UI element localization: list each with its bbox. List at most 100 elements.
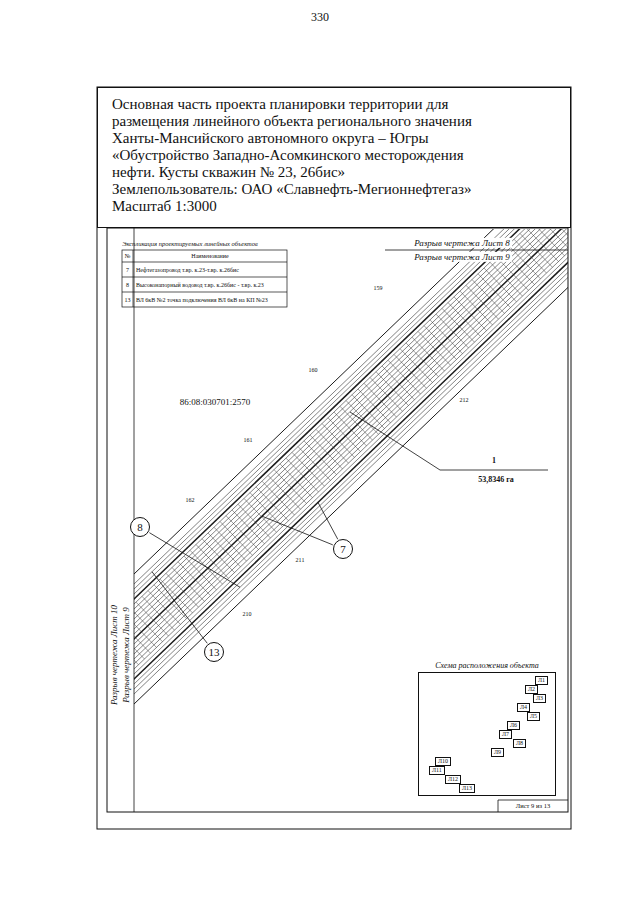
corridor-hatch [544, 229, 568, 244]
cadastral-number: 86:08:030701:2570 [180, 397, 251, 407]
callout-circle: 7 [333, 539, 353, 559]
point-number: 160 [309, 367, 318, 374]
leader-line [318, 502, 338, 539]
sheet-label: Л3 [536, 695, 543, 702]
point-number: 159 [374, 285, 383, 292]
title-block: Основная часть проекта планировки террит… [97, 87, 571, 228]
table-header: Наименование [191, 253, 228, 260]
corridor-line [134, 229, 568, 707]
page-number: 330 [311, 11, 329, 25]
title-text: Землепользователь: ОАО «Славнефть-Мегион… [112, 181, 507, 198]
table-rule [122, 277, 287, 278]
callout-number: 7 [340, 543, 346, 555]
table-border [122, 250, 287, 307]
map-heading: Схема расположения объекта [419, 661, 555, 671]
corridor-line [134, 229, 568, 617]
corridor-line [134, 229, 568, 712]
stamp-line [498, 800, 568, 801]
sheet-box: Л13 [459, 784, 475, 793]
sheet-label: Л6 [510, 722, 517, 729]
corridor-hatch [556, 229, 568, 233]
corridor-hatch [550, 229, 568, 239]
sheet-box: Л2 [525, 685, 538, 694]
corridor-hatch [134, 631, 138, 665]
corridor-hatch [134, 625, 144, 659]
callout-number: 13 [209, 646, 220, 658]
table-rule [122, 292, 287, 293]
table-cell: 7 [126, 266, 129, 273]
sheet-box: Л12 [445, 775, 461, 784]
table-cell: Нефтегазопровод т.вр. к.23-т.вр. к.26бис [136, 266, 239, 273]
point-number: 211 [296, 557, 305, 564]
table-cell: ВЛ 6кВ №2 точка подключения ВЛ 6кВ на КП… [136, 296, 268, 303]
table-header: № [125, 253, 131, 260]
parcel-area: 53,8346 га [478, 475, 514, 484]
sheet-number: Лист 9 из 13 [516, 802, 550, 809]
table-cell: Высоконапорный водовод т.вр. к.26бис - т… [136, 281, 264, 288]
sheet-label: Л2 [528, 686, 535, 693]
corridor-hatch [538, 229, 568, 250]
sheet-box: Л4 [517, 703, 530, 712]
leader-line [149, 533, 240, 588]
corridor-hatch [134, 619, 150, 653]
parcel-number: 1 [492, 456, 496, 465]
sheet-label: Л7 [502, 731, 509, 738]
corridor-line [134, 229, 568, 627]
sheet-label: Л13 [462, 785, 472, 792]
callout-circle: 13 [204, 642, 224, 662]
drawing-frame [107, 228, 568, 812]
sheet-label: Л9 [494, 749, 501, 756]
corridor-line [134, 229, 568, 677]
sheet-break-note: Разрыв чертежа Лист 10 [109, 605, 119, 705]
corridor-hatch [532, 229, 564, 256]
sheet-label: Л12 [448, 776, 458, 783]
corridor-line [134, 229, 568, 647]
sheet-box: Л11 [429, 766, 445, 775]
sheet-box: Л10 [435, 757, 451, 766]
sheet-break-note: Разрыв чертежа Лист 9 [121, 607, 131, 703]
callout-number: 8 [137, 521, 143, 533]
sheet-label: Л11 [432, 767, 442, 774]
callout-circle: 8 [130, 517, 150, 537]
table-rule [133, 250, 134, 307]
corridor-line [134, 229, 568, 722]
corridor-line [134, 229, 568, 717]
sheet-label: Л1 [538, 677, 545, 684]
title-text: Масштаб 1:3000 [112, 198, 507, 215]
sheet-label: Л10 [438, 758, 448, 765]
page-frame [97, 87, 571, 829]
corridor [134, 229, 568, 737]
point-number: 210 [243, 611, 252, 618]
sheet-box: Л3 [533, 694, 546, 703]
sheet-break-note: Разрыв чертежа Лист 9 [412, 252, 512, 262]
corridor-line [134, 229, 568, 727]
location-map: Л1Л2Л3Л4Л5Л6Л7Л8Л9Л10Л11Л12Л13Схема расп… [418, 672, 556, 796]
corridor-line [134, 237, 568, 736]
sheet-box: Л5 [527, 712, 540, 721]
corridor-line [134, 229, 568, 657]
table-cell: 8 [126, 281, 129, 288]
title-text: Основная часть проекта планировки террит… [112, 96, 507, 181]
point-number: 212 [460, 397, 469, 404]
sheet-box: Л6 [507, 721, 520, 730]
leader-line [262, 516, 333, 545]
corridor-hatch [526, 229, 558, 262]
corridor-line [134, 229, 568, 687]
corridor-hatch [134, 614, 156, 648]
parcel-leader [350, 412, 548, 470]
stamp-line [498, 800, 499, 812]
sheet-box: Л7 [499, 730, 512, 739]
table-title: Экспликация проектируемых линейных объек… [122, 240, 258, 247]
table-grid [122, 250, 287, 307]
leaders [149, 502, 337, 643]
point-number: 161 [244, 437, 253, 444]
sheet-break-note: Разрыв чертежа Лист 8 [412, 238, 512, 248]
sheet-label: Л5 [530, 713, 537, 720]
table-cell: 13 [125, 296, 131, 303]
sheet-box: Л8 [513, 739, 526, 748]
sheet-label: Л4 [520, 704, 527, 711]
sheet-box: Л9 [491, 748, 504, 757]
leader-line [152, 572, 207, 644]
